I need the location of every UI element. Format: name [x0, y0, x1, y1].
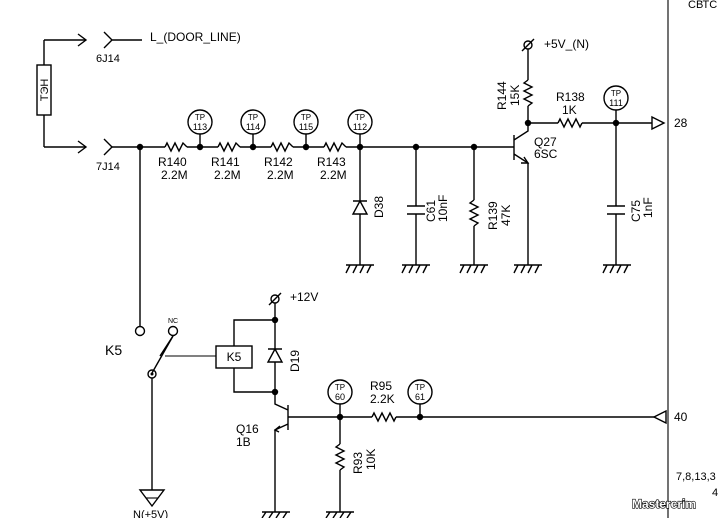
pin-28: 28: [651, 115, 688, 131]
ground-symbols-row2: [261, 511, 354, 518]
ground-5v: N(+5V): [133, 378, 168, 518]
svg-text:113: 113: [193, 122, 207, 132]
svg-text:6SC: 6SC: [534, 147, 558, 161]
resistor-r144: R144 15K: [495, 79, 534, 127]
testpoint-60: TP 60: [327, 379, 353, 417]
svg-text:28: 28: [674, 116, 688, 130]
svg-text:TP: TP: [355, 113, 365, 122]
connector-7j14: 7J14: [44, 138, 120, 173]
resistor-r139: R139 47K: [468, 147, 513, 265]
bottom-right-label-a: 7,8,13,3: [676, 471, 716, 483]
relay-box-label: K5: [227, 350, 242, 364]
svg-text:1B: 1B: [236, 435, 251, 449]
testpoint-111: TP 111: [603, 85, 629, 123]
svg-text:TP: TP: [415, 383, 425, 392]
svg-text:NC: NC: [168, 318, 178, 325]
svg-text:Q16: Q16: [236, 422, 259, 436]
pin-40: 40: [652, 409, 688, 425]
svg-text:R139: R139: [486, 201, 500, 230]
resistor-r93: R93 10K: [334, 417, 378, 512]
svg-text:2.2M: 2.2M: [214, 168, 241, 182]
capacitor-c75: C75 1nF: [607, 123, 655, 265]
ground-symbols-row1: [345, 264, 631, 274]
svg-text:10K: 10K: [364, 449, 378, 470]
svg-text:2.2M: 2.2M: [320, 168, 347, 182]
testpoint-114: TP 114: [240, 109, 266, 147]
svg-text:C75: C75: [629, 200, 643, 222]
heater-element: ТЭН: [36, 40, 52, 147]
ground-5v-label: N(+5V): [133, 509, 168, 518]
connector-6j14: L_(DOOR_LINE) 6J14: [44, 30, 241, 65]
testpoint-113: TP 113: [187, 109, 213, 147]
svg-text:R141: R141: [211, 155, 240, 169]
svg-text:TP: TP: [335, 383, 345, 392]
door-line-label: L_(DOOR_LINE): [150, 30, 241, 44]
testpoint-115: TP 115: [293, 109, 319, 147]
svg-text:112: 112: [353, 122, 367, 132]
resistor-r140: R140 2.2M: [158, 141, 188, 182]
relay-contact-nc: NC: [147, 318, 216, 379]
relay-coil-k5: K5: [215, 319, 275, 393]
supply-12v: +12V: [268, 290, 318, 320]
diode-d19: D19: [266, 320, 302, 392]
svg-text:R143: R143: [317, 155, 346, 169]
resistor-r138: R138 1K: [528, 90, 652, 129]
capacitor-c61: C61 10nF: [407, 147, 450, 265]
svg-text:TP: TP: [248, 113, 258, 122]
transistor-q16: Q16 1B: [236, 392, 340, 512]
svg-text:TP: TP: [195, 113, 205, 122]
connector-6j14-label: 6J14: [96, 53, 120, 65]
watermark: Mastercrim: [632, 497, 696, 511]
diode-d38: D38: [351, 147, 386, 265]
svg-text:114: 114: [246, 122, 260, 132]
resistor-r141: R141 2.2M: [211, 141, 241, 182]
heater-label: ТЭН: [39, 79, 51, 102]
svg-text:R93: R93: [351, 452, 365, 474]
svg-text:D19: D19: [288, 350, 302, 372]
supply-5v: +5V_(N): [521, 37, 589, 80]
testpoint-61: TP 61: [407, 379, 433, 417]
svg-text:2.2M: 2.2M: [267, 168, 294, 182]
testpoint-112: TP 112: [347, 109, 373, 147]
svg-text:10nF: 10nF: [436, 195, 450, 222]
resistor-r95: R95 2.2K: [340, 379, 654, 423]
supply-12v-label: +12V: [290, 290, 318, 304]
svg-text:C61: C61: [424, 200, 438, 222]
connector-7j14-label: 7J14: [96, 161, 120, 173]
svg-text:R142: R142: [264, 155, 293, 169]
transistor-q27: Q27 6SC: [506, 123, 558, 265]
svg-text:1K: 1K: [562, 103, 577, 117]
top-right-label: СВТС: [688, 0, 717, 11]
resistor-r142: R142 2.2M: [264, 141, 294, 182]
svg-text:R138: R138: [556, 90, 585, 104]
supply-5v-label: +5V_(N): [544, 37, 589, 51]
resistor-r143: R143 2.2M: [317, 141, 347, 182]
svg-text:TP: TP: [301, 113, 311, 122]
svg-text:2.2K: 2.2K: [370, 392, 395, 406]
svg-text:D38: D38: [372, 196, 386, 218]
svg-text:TP: TP: [611, 89, 621, 98]
svg-text:Q27: Q27: [534, 135, 557, 149]
svg-text:2.2M: 2.2M: [161, 168, 188, 182]
svg-text:111: 111: [609, 98, 623, 108]
bottom-right-label-b: 4: [712, 487, 718, 499]
svg-text:R144: R144: [495, 81, 509, 110]
svg-text:60: 60: [335, 392, 345, 402]
svg-text:R95: R95: [370, 379, 392, 393]
svg-text:47K: 47K: [499, 205, 513, 226]
svg-text:61: 61: [415, 392, 425, 402]
svg-text:40: 40: [674, 410, 688, 424]
svg-text:15K: 15K: [508, 85, 522, 106]
svg-text:R140: R140: [158, 155, 187, 169]
svg-text:1nF: 1nF: [641, 197, 655, 218]
svg-text:115: 115: [299, 122, 313, 132]
relay-k5-label: K5: [105, 342, 122, 358]
